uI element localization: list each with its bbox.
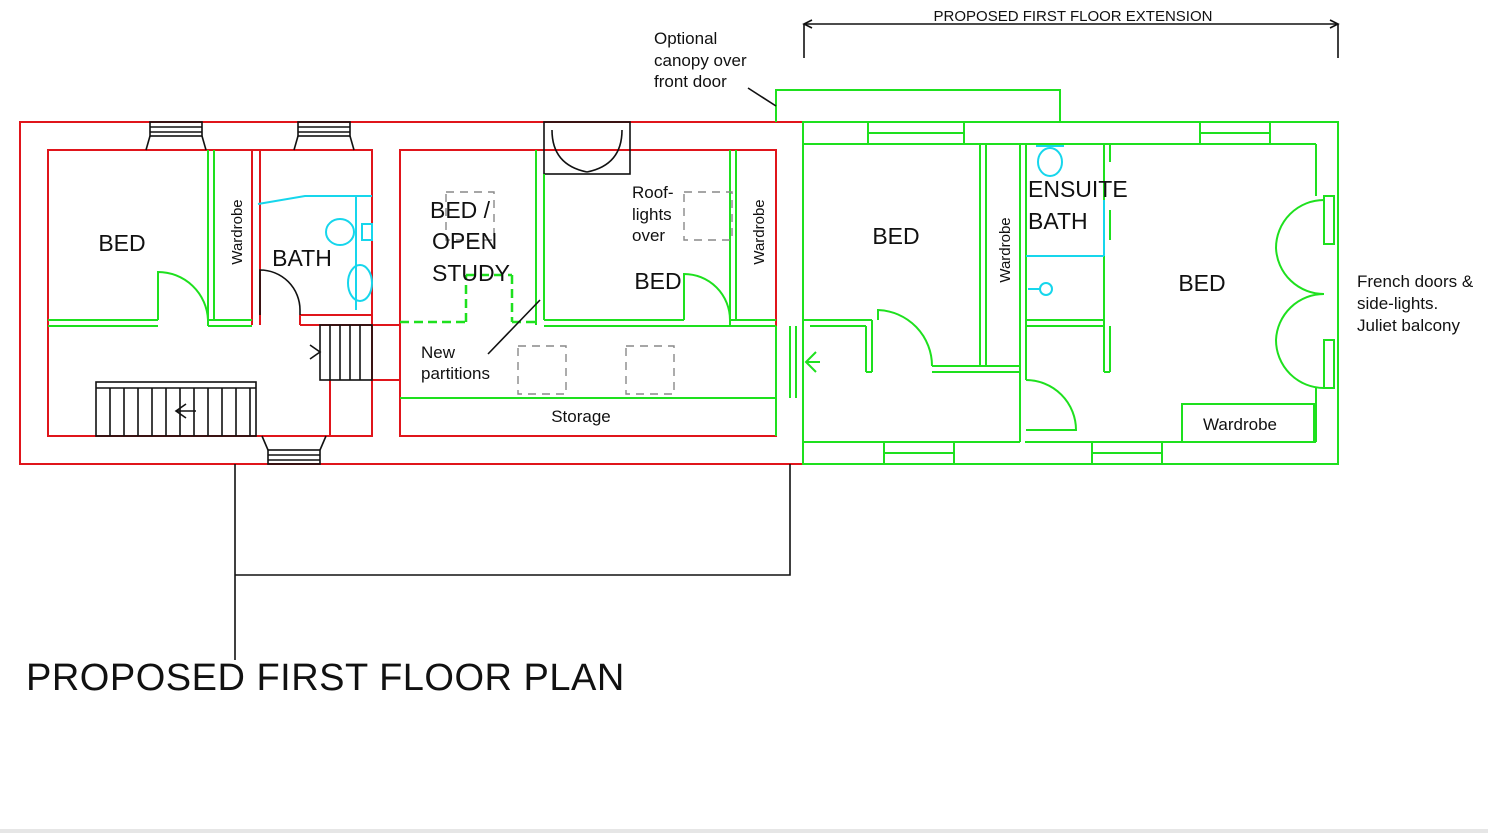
room-label-ensuite-line2: BATH xyxy=(1028,208,1088,234)
rooflights-note-line1: Roof- xyxy=(632,183,674,202)
room-label-wardrobe: Wardrobe xyxy=(229,199,246,264)
window xyxy=(293,121,355,151)
room-label-bed: BED xyxy=(872,223,919,249)
existing-building xyxy=(19,121,804,465)
french-doors-note-line1: French doors & xyxy=(1357,272,1474,291)
room-label-bed: BED xyxy=(98,230,145,256)
partitions-note-line2: partitions xyxy=(421,364,490,383)
room-label-wardrobe: Wardrobe xyxy=(997,217,1014,282)
canopy-note-line2: canopy over xyxy=(654,51,747,70)
window xyxy=(261,435,327,465)
rooflights-note-line3: over xyxy=(632,226,665,245)
proposed-internal-partitions xyxy=(48,150,777,436)
room-label-wardrobe: Wardrobe xyxy=(751,199,768,264)
window xyxy=(867,121,965,145)
partitions-note-line1: New xyxy=(421,343,456,362)
window xyxy=(1091,441,1163,465)
room-label-ensuite-line1: ENSUITE xyxy=(1028,176,1128,202)
page-bottom-rule xyxy=(0,829,1488,833)
extension-label: PROPOSED FIRST FLOOR EXTENSION xyxy=(934,8,1213,25)
room-label-study-line1: BED / xyxy=(430,197,491,223)
bathroom-fittings xyxy=(257,195,373,310)
canopy-outline xyxy=(775,89,1061,122)
annotation-leaders xyxy=(234,19,1340,660)
canopy-note-line1: Optional xyxy=(654,29,717,48)
room-label-bath: BATH xyxy=(272,245,332,271)
room-label-wardrobe: Wardrobe xyxy=(1203,415,1277,434)
room-label-study-line2: OPEN xyxy=(432,228,497,254)
canopy-note-line3: front door xyxy=(654,72,727,91)
existing-right-inner-wall xyxy=(399,149,777,437)
room-label-study-line3: STUDY xyxy=(432,260,510,286)
room-label-bed: BED xyxy=(1178,270,1225,296)
rooflights-note-line2: lights xyxy=(632,205,672,224)
front-door xyxy=(543,121,631,175)
room-label-storage: Storage xyxy=(551,407,611,426)
room-label-bed: BED xyxy=(634,268,681,294)
rooflights xyxy=(445,191,733,395)
extension-outer-wall xyxy=(802,121,1339,465)
staircase xyxy=(95,324,373,437)
french-doors-note-line3: Juliet balcony xyxy=(1357,316,1461,335)
drawing-title: PROPOSED FIRST FLOOR PLAN xyxy=(26,657,625,699)
window xyxy=(145,121,207,151)
window xyxy=(1199,121,1271,145)
window xyxy=(883,441,955,465)
proposed-extension xyxy=(775,89,1339,465)
ensuite-fittings xyxy=(1026,145,1105,296)
french-doors-note-line2: side-lights. xyxy=(1357,294,1438,313)
